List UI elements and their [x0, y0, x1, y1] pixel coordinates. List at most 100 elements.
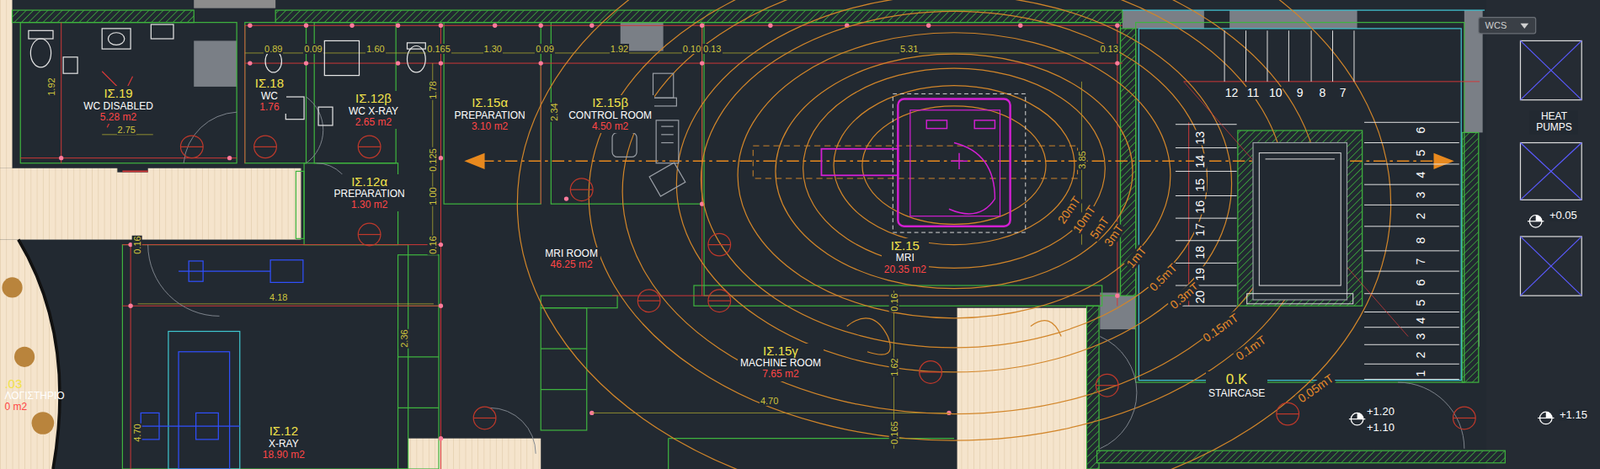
dimension-text: 2.36: [399, 329, 410, 349]
room-code: ΙΣ.12α: [334, 175, 406, 190]
stair-step-number: 7: [1338, 86, 1348, 100]
stair-step-number: 3: [1414, 191, 1428, 200]
room-name: STAIRCASE: [1208, 388, 1265, 400]
room-area: 5.28 m2: [83, 112, 154, 123]
room-label: ΙΣ.15βCONTROL ROOM4.50 m2: [565, 95, 655, 134]
level-mark: +0.05: [1548, 209, 1579, 222]
room-name: WC: [255, 90, 284, 102]
dimension-text: 0.13: [702, 43, 722, 54]
stair-step-number: 12: [1224, 86, 1240, 100]
room-area: 7.65 m2: [740, 368, 822, 380]
room-code: .03: [4, 377, 64, 392]
dimension-text: 4.70: [131, 422, 142, 443]
dimension-text: 4.18: [268, 292, 288, 303]
stair-step-number: 15: [1194, 177, 1208, 193]
stair-step-number: 14: [1194, 154, 1208, 170]
level-mark: +1.15: [1558, 409, 1589, 422]
room-name: MRI ROOM: [544, 248, 598, 260]
equipment-name: HEAT PUMPS: [1531, 111, 1576, 134]
stair-step-number: 13: [1194, 130, 1208, 146]
room-code: ΙΣ.18: [255, 76, 284, 91]
dimension-text: 0.16: [427, 234, 438, 255]
room-label: ΙΣ.19WC DISABLED5.28 m2: [80, 85, 156, 124]
level-markers: [1349, 214, 1555, 425]
room-area: 1.30 m2: [334, 199, 406, 211]
room-code: ΙΣ.15: [884, 239, 927, 254]
room-area: 2.65 m2: [348, 117, 399, 128]
room-label: ΙΣ.18WC1.76: [252, 75, 287, 114]
dimension-text: 1.92: [609, 43, 630, 54]
view-control: WCS: [1484, 20, 1509, 31]
room-label: ΙΣ.12X-RAY18.90 m2: [260, 423, 308, 462]
dimension-text: 1.78: [427, 80, 438, 100]
heat-pump-units: [1520, 40, 1582, 296]
dimension-text: 0.13: [1098, 43, 1119, 54]
door-swings: [148, 96, 1465, 454]
dimension-lines: [101, 53, 1118, 449]
stair-step-number: 3: [1414, 332, 1428, 342]
stair-step-number: 17: [1194, 222, 1208, 238]
section-tags: [180, 135, 1476, 430]
dimension-text: 0.125: [427, 147, 438, 173]
stair-steps: [1175, 30, 1460, 379]
room-name: ΛΟΓΙΣΤΗΡΙΟ: [4, 390, 64, 402]
elevator: [1247, 143, 1354, 304]
room-area: 46.25 m2: [544, 259, 598, 271]
axis-grid: [20, 22, 1480, 469]
room-label: .03ΛΟΓΙΣΤΗΡΙΟ0 m2: [1, 376, 67, 415]
mri-scanner: [752, 93, 1078, 233]
room-label: 0.KSTAIRCASE: [1205, 371, 1268, 400]
room-area: 3.10 m2: [454, 121, 526, 133]
room-label: ΙΣ.15αPREPARATION3.10 m2: [452, 95, 528, 134]
room-label: ΙΣ.12βWC X-RAY2.65 m2: [346, 90, 401, 129]
stair-step-number: 2: [1414, 351, 1428, 360]
room-label: HEAT PUMPS: [1529, 110, 1579, 134]
dimension-text: 1.00: [427, 186, 438, 206]
stair-step-number: 6: [1414, 126, 1428, 135]
stair-step-number: 18: [1194, 245, 1208, 261]
curved-wall: [1, 165, 148, 469]
stair-step-number: 2: [1414, 212, 1428, 221]
sanitary-fixtures: [28, 24, 426, 128]
stair-step-number: 8: [1318, 86, 1328, 100]
stair-step-number: 16: [1194, 199, 1208, 215]
stair-step-number: 9: [1296, 86, 1305, 100]
dimension-text: 0.165: [426, 43, 452, 54]
dimension-text: 1.92: [46, 76, 57, 96]
level-mark: +1.20: [1365, 405, 1396, 418]
dimension-text: 0.09: [534, 43, 555, 54]
room-name: WC DISABLED: [83, 101, 154, 112]
room-code: ΙΣ.15β: [568, 96, 652, 111]
dimension-text: 0.10: [682, 43, 702, 54]
stair-step-number: 1: [1414, 369, 1428, 379]
stair-step-number: 20: [1194, 289, 1208, 305]
field-contours: [517, 0, 1391, 469]
room-name: MRI: [884, 252, 927, 264]
dimension-text: 4.70: [759, 395, 779, 406]
dimension-text: 1.60: [365, 43, 385, 54]
room-code: 0.K: [1208, 372, 1265, 389]
stair-step-number: 5: [1414, 149, 1428, 158]
dimension-text: 3.85: [1076, 150, 1087, 171]
room-name: MACHINE ROOM: [740, 357, 822, 369]
dimension-text: 0.89: [263, 43, 283, 54]
stair-step-number: 11: [1246, 86, 1261, 100]
room-area: 0 m2: [4, 401, 64, 413]
room-label: ΙΣ.12αPREPARATION1.30 m2: [331, 174, 408, 213]
stair-step-number: 5: [1414, 298, 1428, 308]
grey-columns: [193, 0, 1483, 347]
dimension-text: 0.165: [888, 420, 899, 446]
room-label: MRI ROOM46.25 m2: [542, 247, 601, 272]
room-name: CONTROL ROOM: [568, 110, 652, 122]
room-name: WC X-RAY: [348, 106, 399, 118]
hatched-walls: [12, 10, 1506, 469]
dimension-text: 0.16: [888, 292, 899, 312]
room-name: PREPARATION: [334, 188, 406, 200]
stair-step-number: 4: [1414, 170, 1428, 179]
stair-step-number: 6: [1414, 278, 1428, 288]
room-area: 18.90 m2: [262, 449, 305, 461]
room-area: 20.35 m2: [884, 264, 927, 276]
